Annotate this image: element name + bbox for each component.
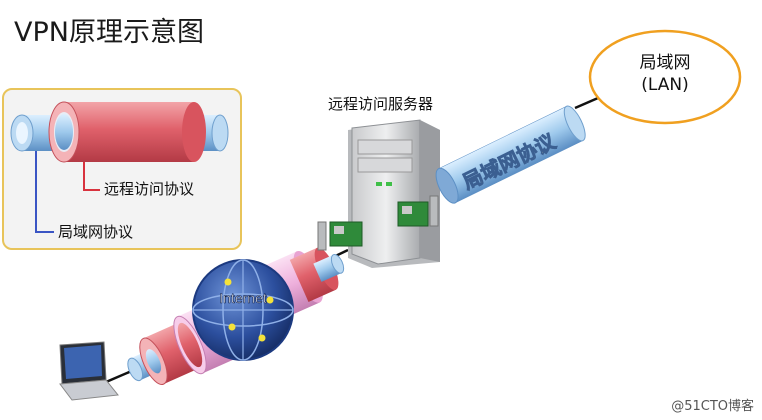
lan-label-line1: 局域网 bbox=[639, 53, 691, 73]
legend-outer-tube bbox=[64, 102, 194, 162]
network-card-left bbox=[317, 221, 363, 251]
tunnel-right bbox=[260, 247, 345, 319]
outer-leader-line bbox=[83, 162, 100, 191]
pipe-lan-link bbox=[574, 96, 599, 110]
inner-leader-line bbox=[35, 151, 54, 233]
tunnel-right-pink bbox=[260, 251, 320, 319]
network-card-right bbox=[397, 195, 439, 227]
legend-outer-label: 远程访问协议 bbox=[104, 180, 195, 198]
legend-tube bbox=[10, 101, 229, 233]
internet-globe bbox=[192, 259, 294, 361]
server-label: 远程访问服务器 bbox=[328, 95, 434, 113]
tunnel-right-red bbox=[289, 247, 336, 302]
laptop-icon bbox=[59, 341, 119, 401]
lan-label: 局域网 (LAN) bbox=[610, 52, 720, 96]
watermark: @51CTO博客 bbox=[671, 399, 754, 414]
lan-pipe bbox=[435, 105, 586, 204]
internet-label: Internet bbox=[219, 290, 267, 306]
lan-ellipse bbox=[588, 29, 742, 125]
lan-label-line2: (LAN) bbox=[641, 75, 689, 95]
diagram-title: VPN原理示意图 bbox=[14, 17, 204, 48]
server-icon bbox=[348, 119, 440, 268]
legend-inner-label: 局域网协议 bbox=[58, 223, 134, 241]
